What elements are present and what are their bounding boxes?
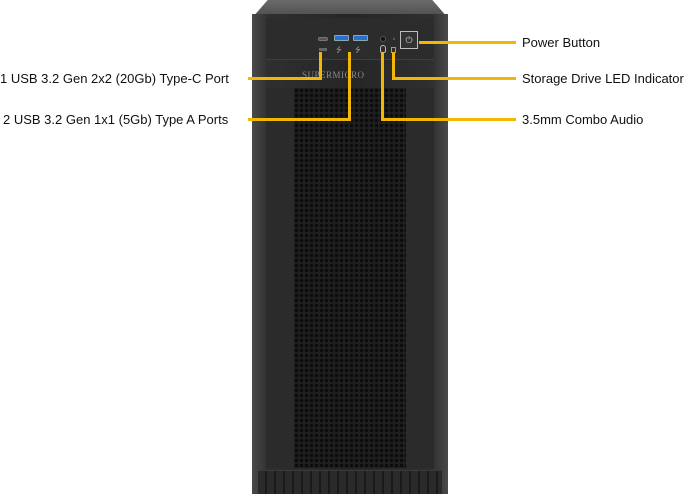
callout-line-usb-c <box>248 77 322 80</box>
usb-icon: ⭍ <box>355 47 361 54</box>
label-audio: 3.5mm Combo Audio <box>522 112 644 127</box>
callout-line-drive-led <box>392 77 516 80</box>
callout-line-usb-a <box>348 52 351 120</box>
brand-logo: SUPERMICRO <box>302 70 365 80</box>
chassis-right-bevel <box>434 14 448 494</box>
callout-line-usb-a <box>248 118 351 121</box>
label-usb-a: 2 USB 3.2 Gen 1x1 (5Gb) Type A Ports <box>3 112 229 127</box>
usb-icon: ⭍ <box>336 47 342 54</box>
label-power-button: Power Button <box>522 35 601 50</box>
callout-line-audio <box>381 118 516 121</box>
label-drive-led: Storage Drive LED Indicator <box>522 71 684 86</box>
audio-jack <box>380 36 386 42</box>
chassis-left-bevel <box>252 14 266 494</box>
grille-side-right <box>406 88 434 468</box>
label-usb-c: 1 USB 3.2 Gen 2x2 (20Gb) Type-C Port <box>0 71 229 86</box>
chassis-foot <box>258 470 442 494</box>
callout-line-power <box>419 41 516 44</box>
usb-c-port <box>318 37 328 41</box>
tower-chassis: SUPERMICRO ⭍ ⭍ ⏻ <box>252 0 448 501</box>
usb-a-port-2 <box>353 35 368 41</box>
chassis-top <box>252 0 448 18</box>
usb-a-port-1 <box>334 35 349 41</box>
power-button: ⏻ <box>400 31 418 49</box>
front-ventilation-grille <box>294 88 406 468</box>
drive-led <box>393 38 395 40</box>
callout-line-drive-led <box>392 52 395 79</box>
usb-c-icon <box>319 48 327 51</box>
power-icon: ⏻ <box>405 34 413 45</box>
callout-line-audio <box>381 52 384 120</box>
callout-line-usb-c <box>319 52 322 79</box>
grille-side-left <box>266 88 294 468</box>
